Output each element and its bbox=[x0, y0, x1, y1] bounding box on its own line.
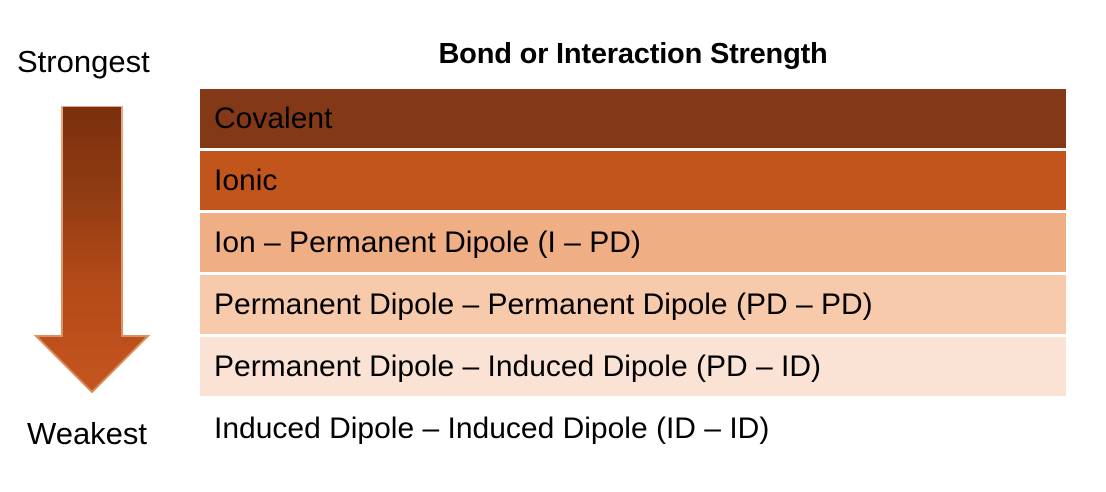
bar-label: Ion – Permanent Dipole (I – PD) bbox=[214, 225, 641, 259]
page-title: Bond or Interaction Strength bbox=[438, 38, 828, 70]
table-row: Permanent Dipole – Induced Dipole (PD – … bbox=[200, 337, 1066, 396]
table-row: Induced Dipole – Induced Dipole (ID – ID… bbox=[200, 399, 1066, 458]
scale-label-weakest: Weakest bbox=[27, 416, 148, 451]
table-row: Ion – Permanent Dipole (I – PD) bbox=[200, 213, 1066, 272]
bar-label: Permanent Dipole – Permanent Dipole (PD … bbox=[214, 287, 873, 321]
table-row: Covalent bbox=[200, 89, 1066, 148]
down-arrow-icon bbox=[33, 106, 153, 398]
table-row: Ionic bbox=[200, 151, 1066, 210]
bar-label: Ionic bbox=[214, 163, 278, 197]
table-row: Permanent Dipole – Permanent Dipole (PD … bbox=[200, 275, 1066, 334]
scale-label-strongest: Strongest bbox=[17, 44, 150, 79]
bar-label: Covalent bbox=[214, 101, 333, 135]
bar-label: Induced Dipole – Induced Dipole (ID – ID… bbox=[214, 411, 770, 445]
bond-strength-bar-list: Covalent Ionic Ion – Permanent Dipole (I… bbox=[200, 89, 1066, 458]
bar-label: Permanent Dipole – Induced Dipole (PD – … bbox=[214, 349, 821, 383]
